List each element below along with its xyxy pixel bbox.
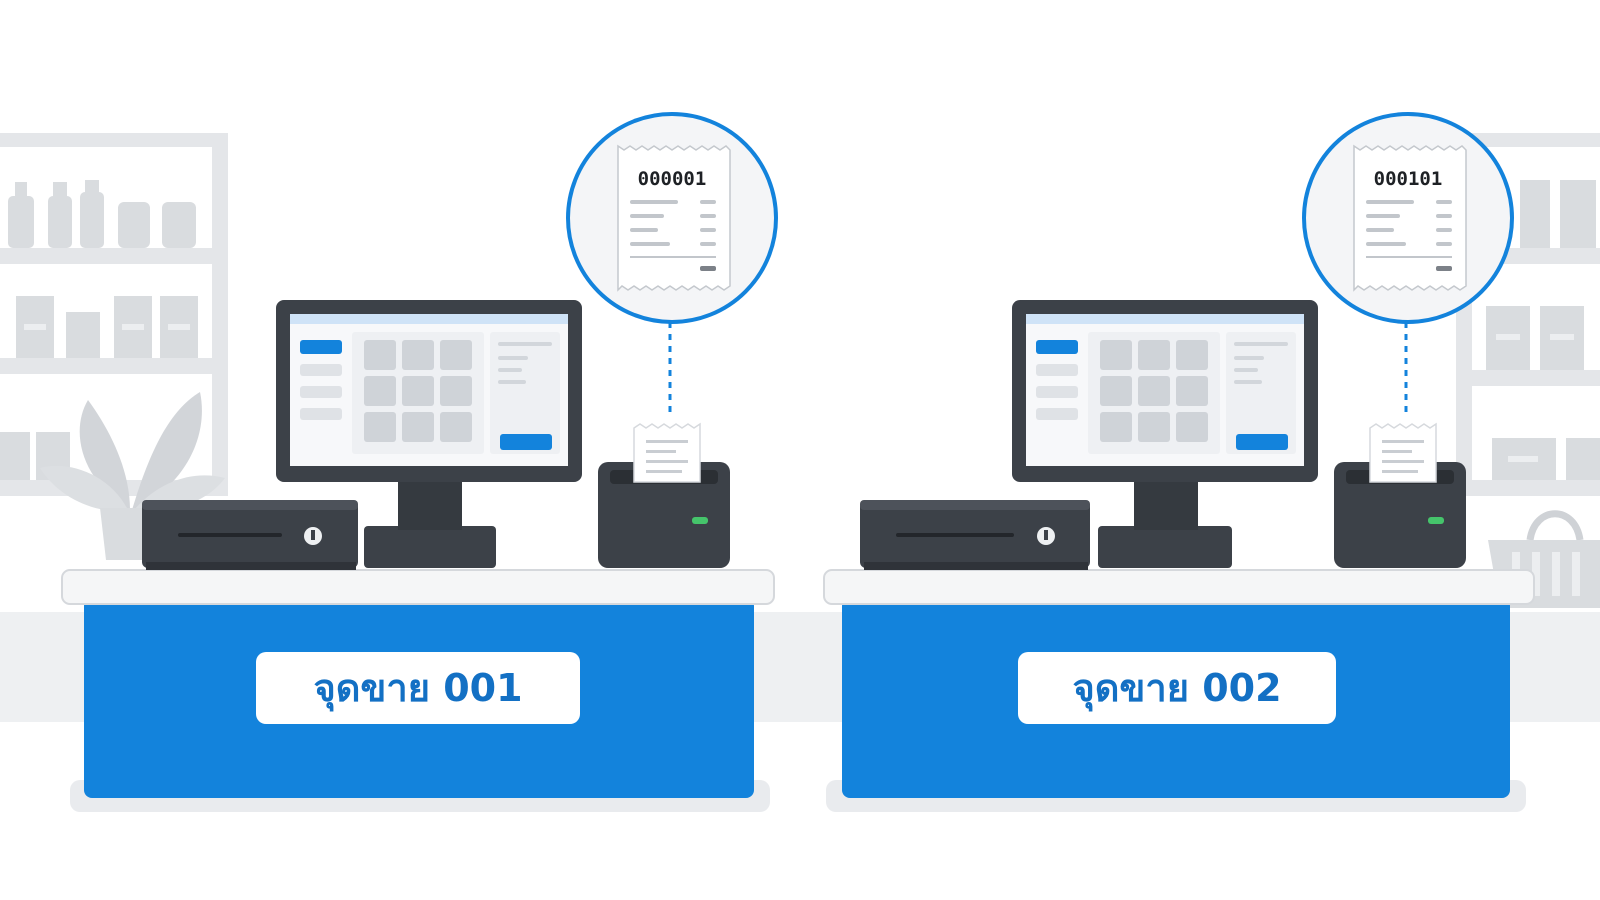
counter-label: จุดขาย 001 xyxy=(313,666,522,712)
counter-label-plate xyxy=(1018,652,1336,724)
receipt-printer-icon xyxy=(1334,422,1466,568)
printer-status-light xyxy=(1428,517,1444,524)
receipt-callout: 000101 xyxy=(1302,112,1514,324)
checkout-counter-2: จุดขาย 002 xyxy=(823,112,1535,812)
counter-top xyxy=(823,569,1535,605)
counter-label-plate xyxy=(256,652,580,724)
pos-monitor xyxy=(1012,300,1318,568)
counter-top xyxy=(61,569,775,605)
printer-status-light xyxy=(692,517,708,524)
receipt-number: 000001 xyxy=(638,168,707,190)
cash-drawer-icon xyxy=(142,500,358,570)
checkout-counter-1: จุดขาย 001 xyxy=(61,112,778,812)
cash-drawer-icon xyxy=(860,500,1090,570)
pos-monitor xyxy=(276,300,582,568)
counter-label: จุดขาย 002 xyxy=(1072,666,1281,712)
receipt-callout: 000001 xyxy=(566,112,778,324)
receipt-printer-icon xyxy=(598,422,730,568)
receipt-number: 000101 xyxy=(1374,168,1443,190)
